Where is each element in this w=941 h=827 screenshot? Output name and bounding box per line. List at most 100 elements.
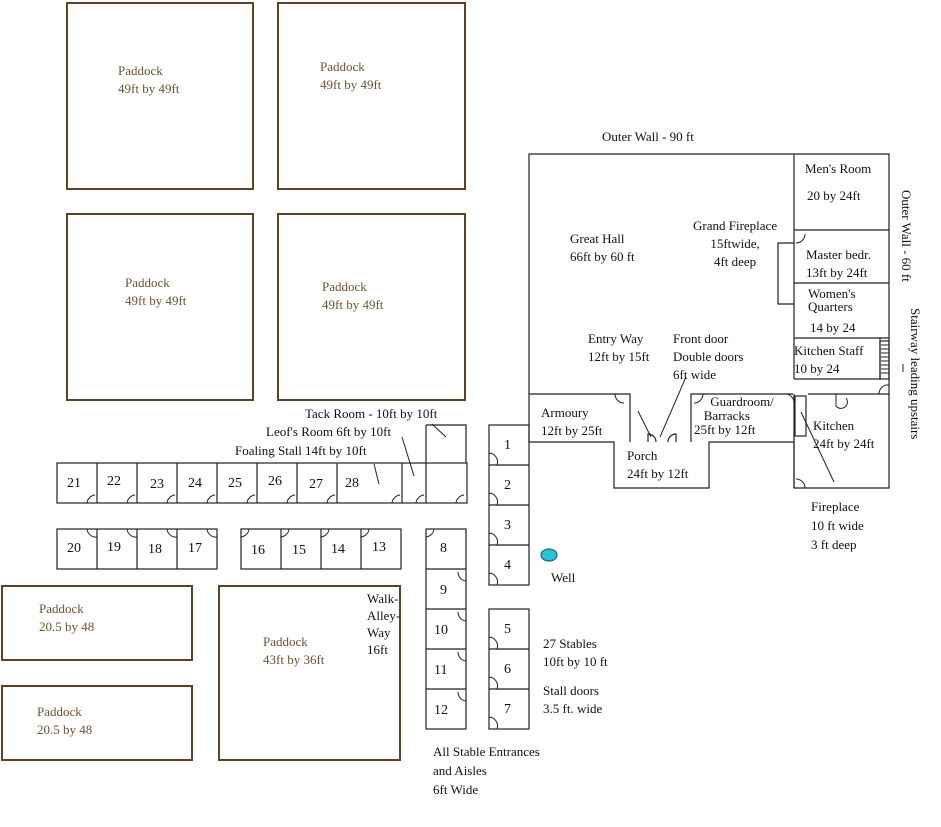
paddock-6 — [1, 685, 193, 761]
paddock-7 — [218, 585, 401, 761]
stall-number-24: 24 — [188, 476, 202, 491]
door-arc — [326, 494, 336, 504]
door-arc — [795, 233, 806, 244]
stall-number-28: 28 — [345, 476, 359, 491]
stall-number-15: 15 — [292, 543, 306, 558]
mens-room-size: 20 by 24ft — [807, 188, 861, 203]
paddock-3 — [66, 213, 254, 401]
door-arc — [457, 691, 467, 702]
leader-lines — [373, 364, 904, 485]
door-arc — [783, 393, 795, 403]
door-arc — [835, 394, 848, 409]
door-arc — [693, 393, 704, 404]
door-arc — [878, 384, 890, 395]
stall-number-25: 25 — [228, 476, 242, 491]
door-arc — [240, 528, 250, 538]
stall-number-11: 11 — [434, 663, 448, 678]
stall-number-14: 14 — [331, 542, 345, 557]
stair-steps — [881, 344, 889, 374]
stall-number-10: 10 — [434, 623, 448, 638]
door-arc — [280, 528, 290, 538]
stall-number-13: 13 — [372, 540, 386, 555]
door-arc — [126, 528, 138, 538]
paddock-1 — [66, 2, 254, 190]
well-label: Well — [551, 570, 576, 585]
stall-number-8: 8 — [440, 541, 447, 556]
stall-number-26: 26 — [268, 474, 282, 489]
stall-number-2: 2 — [504, 478, 511, 493]
stall-number-16: 16 — [251, 543, 265, 558]
door-arc — [360, 528, 370, 538]
master-bedroom-label: Master bedr.13ft by 24ft — [806, 247, 871, 280]
stall-number-12: 12 — [434, 703, 448, 718]
door-arc — [86, 528, 98, 538]
door-arc — [488, 636, 498, 650]
grand-fireplace-shape — [777, 242, 794, 305]
outer-wall-right-label: Outer Wall - 60 ft — [899, 190, 914, 282]
door-arc — [126, 494, 136, 504]
stair-icon — [879, 340, 890, 380]
stall-number-1: 1 — [504, 438, 511, 453]
door-arc — [166, 494, 176, 504]
door-arc — [455, 494, 465, 504]
door-arc — [488, 572, 498, 586]
tack-room-label: Tack Room - 10ft by 10ft — [305, 406, 438, 421]
stall-door-arcs — [86, 233, 890, 730]
paddock-2 — [277, 2, 466, 190]
door-arc — [320, 528, 330, 538]
door-arc — [206, 528, 218, 538]
door-arc — [795, 478, 806, 489]
door-arc — [488, 716, 498, 730]
stairway-label: Stairway leading upstairs — [908, 308, 923, 440]
stall-number-5: 5 — [504, 622, 511, 637]
stall-number-23: 23 — [150, 477, 164, 492]
door-arc — [488, 676, 498, 690]
door-arc — [488, 532, 498, 546]
stable-grid — [56, 424, 530, 730]
leofs-room-label: Leof's Room 6ft by 10ft — [266, 424, 392, 439]
door-arc — [286, 494, 296, 504]
door-arc — [415, 494, 425, 504]
door-arc — [614, 393, 625, 404]
stall-number-9: 9 — [440, 583, 447, 598]
well-icon — [540, 548, 558, 562]
stall-number-22: 22 — [107, 474, 121, 489]
stall-number-7: 7 — [504, 702, 511, 717]
inner-walls — [529, 393, 889, 488]
door-arc — [457, 571, 467, 582]
door-arc — [391, 494, 401, 504]
stall-number-19: 19 — [107, 540, 121, 555]
private-rooms-walls — [793, 154, 889, 380]
door-arc — [246, 494, 256, 504]
stall-number-17: 17 — [188, 541, 202, 556]
door-arc — [206, 494, 216, 504]
stall-number-20: 20 — [67, 541, 81, 556]
door-arc — [488, 452, 498, 466]
mens-room-label: Men's Room — [805, 161, 872, 176]
stall-number-27: 27 — [309, 477, 323, 492]
foaling-stall-label: Foaling Stall 14ft by 10ft — [235, 443, 367, 458]
door-arc — [457, 651, 467, 662]
front-door-arcs — [647, 433, 677, 443]
door-arc — [166, 528, 178, 538]
womens-quarters-size: 14 by 24 — [810, 320, 856, 335]
kitchen-fireplace-shape — [794, 395, 807, 437]
outer-wall-top-label: Outer Wall - 90 ft — [602, 129, 694, 144]
